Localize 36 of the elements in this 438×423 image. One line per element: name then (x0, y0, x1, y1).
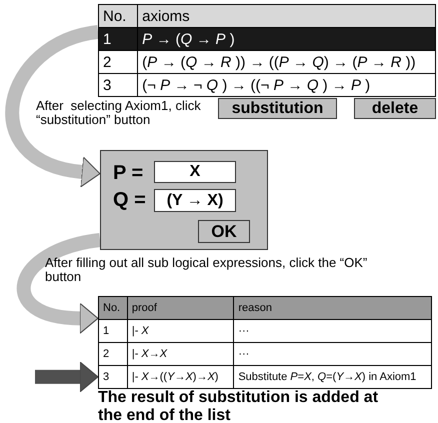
ok-button: OK (198, 220, 250, 243)
header-cell: proof (127, 296, 234, 320)
header-cell: No. (98, 4, 138, 28)
table-cell: |- X→((Y→X)→X) (127, 366, 234, 388)
table-cell: 3 (98, 74, 138, 96)
field-label: P = (113, 162, 144, 185)
table-cell: (P → (Q → R )) → ((P → Q) → (P → R )) (138, 50, 436, 74)
dialog-panel (100, 150, 268, 250)
proof-table (98, 296, 432, 389)
curved-arrow (35, 361, 98, 392)
substitution-button: substitution (218, 98, 337, 119)
instruction-text: After filling out all sub logical expressions, click the “OK” button (45, 256, 368, 285)
input-field: X (154, 161, 236, 183)
curved-arrow (5, 25, 100, 188)
axioms-table (98, 4, 436, 97)
table-cell: ··· (234, 320, 432, 342)
table-cell: 2 (98, 342, 128, 366)
field-label: Q = (113, 189, 146, 212)
table-cell: |- X (127, 320, 234, 342)
table-cell: Substitute P=X, Q=(Y→X) in Axiom1 (234, 366, 432, 388)
header-cell: No. (98, 296, 128, 320)
table-cell: 2 (98, 50, 138, 74)
table-cell: |- X→X (127, 342, 234, 366)
table-cell: 1 (98, 28, 138, 50)
input-field: (Y → X) (154, 189, 236, 212)
header-cell: axioms (138, 4, 436, 28)
table-cell: 3 (98, 366, 128, 388)
table-cell: 1 (98, 320, 128, 342)
header-cell: reason (234, 296, 432, 320)
table-cell: (¬ P → ¬ Q ) → ((¬ P → Q ) → P ) (138, 74, 436, 96)
table-cell: P → (Q → P ) (138, 28, 436, 50)
curved-arrow (17, 233, 102, 334)
instruction-text: After selecting Axiom1, click “substitution” button (36, 99, 202, 128)
table-cell: ··· (234, 342, 432, 366)
delete-button: delete (354, 98, 436, 119)
result-note: The result of substitution is added at the end of the list (98, 389, 380, 423)
